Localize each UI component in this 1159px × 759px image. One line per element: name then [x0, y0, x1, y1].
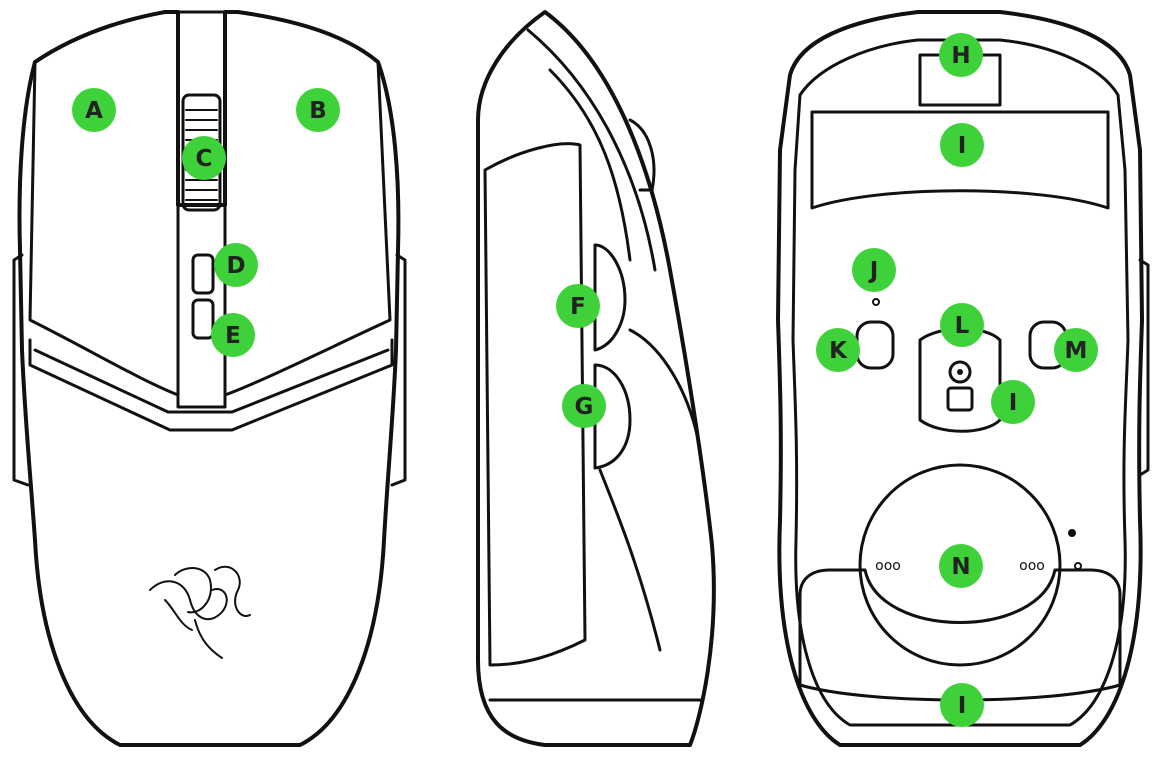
svg-text:L: L — [955, 313, 970, 339]
callout-K: K — [816, 328, 860, 372]
callout-A: A — [72, 88, 116, 132]
svg-text:G: G — [575, 394, 594, 420]
callout-E: E — [211, 313, 255, 357]
left-side-grip — [12, 253, 30, 487]
sensor-lens — [948, 360, 972, 384]
sensor-glide-pad — [946, 386, 974, 412]
side-button-back-outline — [593, 363, 632, 470]
svg-text:F: F — [570, 294, 586, 320]
top-view: A B C D E — [12, 10, 407, 747]
callout-C: C — [182, 136, 226, 180]
callout-J: J — [852, 248, 896, 292]
bottom-view: ooo ooo H I J K L M — [776, 10, 1150, 747]
svg-text:M: M — [1065, 338, 1088, 364]
palm-rest-chevron — [33, 348, 390, 414]
callout-N: N — [939, 544, 983, 588]
bottom-view-body — [776, 10, 1144, 747]
puck-indicator-dot — [1068, 529, 1076, 537]
puck-indicator-right: ooo — [1019, 558, 1045, 574]
side-button-forward-outline — [593, 243, 627, 352]
svg-text:E: E — [225, 323, 241, 349]
svg-text:D: D — [226, 253, 245, 279]
side-scroll-wheel — [628, 118, 656, 192]
side-thumb-groove — [628, 328, 702, 452]
side-view: F G — [476, 10, 716, 747]
callout-D: D — [214, 243, 258, 287]
dpi-up-button-outline — [191, 253, 215, 295]
side-panel — [483, 142, 587, 667]
svg-text:H: H — [951, 43, 970, 69]
svg-text:A: A — [85, 98, 103, 124]
status-hole — [872, 298, 880, 306]
callout-I-top-pad: I — [940, 123, 984, 167]
dock-puck-area — [858, 463, 1062, 667]
right-side-grip — [390, 253, 407, 487]
svg-text:C: C — [196, 146, 213, 172]
callout-H: H — [939, 33, 983, 77]
svg-text:K: K — [829, 338, 848, 364]
top-glide-pad — [810, 110, 1110, 210]
side-inner-top — [548, 68, 632, 262]
callout-M: M — [1054, 328, 1098, 372]
svg-text:I: I — [958, 693, 967, 719]
side-top-edge — [526, 28, 657, 272]
svg-text:B: B — [309, 98, 327, 124]
callout-B: B — [296, 88, 340, 132]
sensor-center — [957, 369, 963, 375]
side-lower-curve — [598, 468, 662, 652]
scroll-channel — [176, 10, 227, 409]
callout-L: L — [940, 303, 984, 347]
palm-rest-edge — [28, 338, 394, 432]
snake-logo — [149, 565, 251, 659]
svg-text:I: I — [1009, 390, 1018, 416]
svg-text:I: I — [958, 133, 967, 159]
callout-I-sensor-pad: I — [991, 380, 1035, 424]
callout-G: G — [562, 384, 606, 428]
svg-text:N: N — [951, 554, 970, 580]
puck-indicator-left: ooo — [875, 558, 901, 574]
bottom-right-grip — [1138, 258, 1150, 477]
dpi-down-button-outline — [191, 298, 215, 340]
callout-F: F — [556, 284, 600, 328]
bottom-inner-outline — [791, 38, 1130, 727]
svg-text:J: J — [868, 258, 879, 284]
callout-I-bottom-pad: I — [940, 683, 984, 727]
